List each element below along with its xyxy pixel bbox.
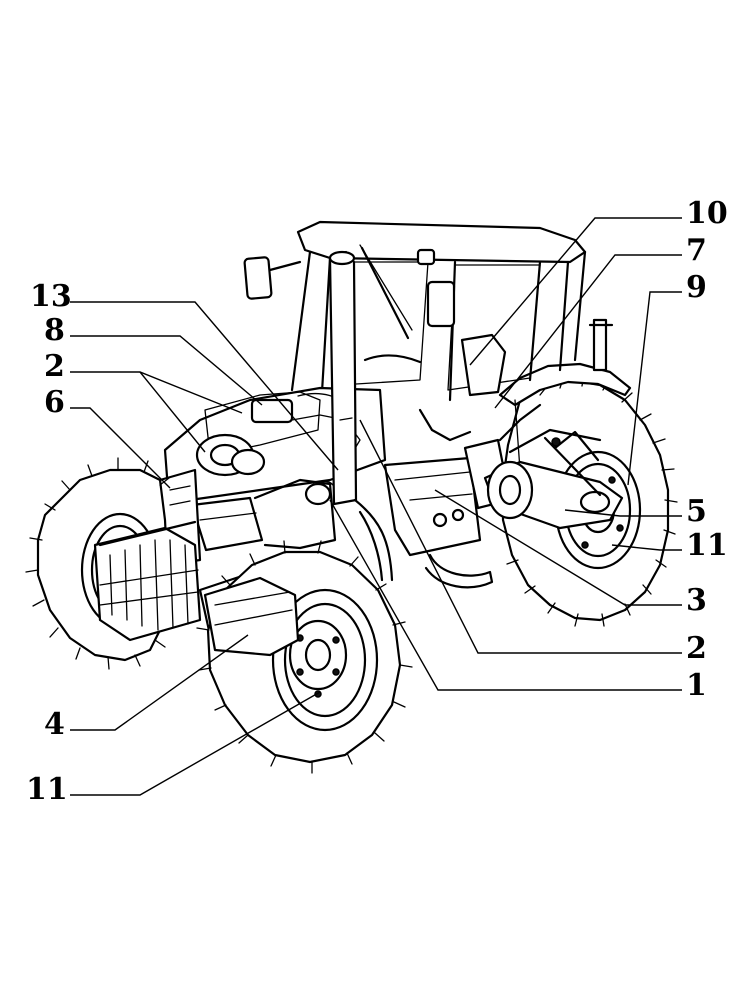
rear-fender — [498, 362, 632, 407]
exhaust-stack — [328, 250, 358, 506]
callout-11-right: 11 — [686, 528, 728, 563]
callout-6: 6 — [44, 385, 65, 420]
cab — [243, 220, 614, 402]
callout-labels: 10 7 9 13 8 2 6 5 11 3 2 1 4 11 — [26, 196, 728, 807]
callout-5: 5 — [686, 494, 707, 529]
leader-6 — [70, 407, 171, 489]
engine — [158, 386, 387, 567]
callout-3: 3 — [686, 583, 707, 618]
leader-7 — [494, 254, 682, 409]
rear-axle — [483, 430, 624, 530]
leader-5 — [564, 509, 682, 517]
leader-4 — [70, 634, 249, 731]
front-weights — [93, 520, 202, 642]
leader-2b — [359, 419, 682, 654]
callout-9: 9 — [686, 270, 707, 305]
leader-11b — [70, 691, 321, 796]
leader-11a — [611, 544, 682, 551]
leader-13 — [70, 301, 339, 471]
leader-9 — [627, 291, 682, 486]
final-drive-housing — [203, 576, 300, 657]
leader-8 — [70, 335, 263, 406]
leader-1 — [329, 499, 682, 691]
front-right-wheel — [196, 540, 413, 774]
leader-10 — [469, 217, 682, 366]
leader-lines — [70, 217, 682, 796]
callout-2-lower: 2 — [686, 631, 707, 666]
callout-1: 1 — [686, 668, 707, 703]
leader-3 — [434, 489, 682, 606]
callout-7: 7 — [686, 233, 707, 268]
leader-2a-bottom — [139, 371, 206, 453]
callout-8: 8 — [44, 313, 65, 348]
callout-13: 13 — [30, 279, 72, 314]
callout-4: 4 — [44, 707, 65, 742]
callout-11-left: 11 — [26, 772, 68, 807]
callout-2-upper: 2 — [44, 349, 65, 384]
tractor-illustration — [25, 220, 678, 774]
callout-10: 10 — [686, 196, 728, 231]
